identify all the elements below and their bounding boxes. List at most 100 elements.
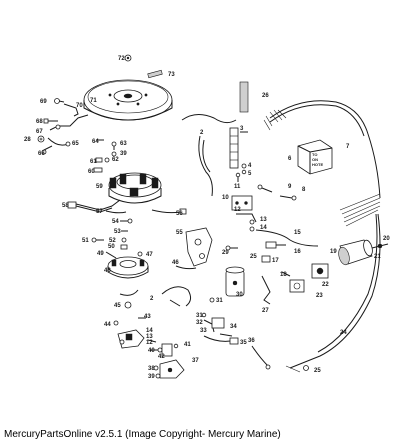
- lead-56: [151, 208, 187, 215]
- label-18: 18: [280, 272, 287, 278]
- label-35: 35: [240, 340, 247, 346]
- screw-41: [173, 343, 179, 349]
- connector-35: [229, 337, 239, 345]
- label-4: 4: [248, 163, 252, 169]
- lever-67: [49, 114, 89, 131]
- label-56: 56: [176, 211, 183, 217]
- label-12: 12: [234, 207, 241, 213]
- screw-11: [235, 172, 241, 182]
- label-38: 38: [148, 366, 155, 372]
- label-73: 73: [168, 72, 175, 78]
- bracket-12: [236, 213, 257, 223]
- bracket-42: [161, 343, 173, 357]
- label-70: 70: [76, 103, 83, 109]
- spacer-60: [93, 167, 103, 173]
- washer-5: [241, 169, 247, 175]
- solenoid-30: [225, 266, 245, 297]
- link-65: [47, 137, 71, 147]
- label-60: 60: [88, 169, 95, 175]
- bracket-55: [185, 227, 213, 267]
- label-48: 48: [104, 268, 111, 274]
- label-59: 59: [96, 184, 103, 190]
- screw-51: [91, 237, 104, 243]
- trigger-plate: [107, 256, 149, 279]
- harness-2a: [181, 114, 237, 197]
- label-25b: 25: [314, 368, 321, 374]
- label-31a: 31: [216, 298, 223, 304]
- label-32: 32: [196, 320, 203, 326]
- label-24: 24: [340, 330, 347, 336]
- label-40: 40: [148, 348, 155, 354]
- strap-27: [261, 275, 271, 305]
- label-69: 69: [40, 99, 47, 105]
- clip-34: [219, 333, 233, 337]
- battery-harness: [285, 213, 381, 373]
- label-12b: 12: [146, 340, 153, 346]
- label-68: 68: [36, 119, 43, 125]
- flywheel: [83, 79, 173, 121]
- label-72: 72: [118, 56, 125, 62]
- label-52: 52: [109, 238, 116, 244]
- screw-62: [104, 157, 110, 163]
- label-46: 46: [172, 260, 179, 266]
- label-26: 26: [262, 93, 269, 99]
- label-19: 19: [330, 249, 337, 255]
- screw-40: [150, 347, 163, 353]
- label-15: 15: [294, 230, 301, 236]
- stator-harness: [67, 199, 121, 213]
- screw-31a: [209, 297, 215, 303]
- label-22: 22: [322, 282, 329, 288]
- exploded-parts-diagram: TO ON HOTE: [24, 54, 390, 380]
- label-3: 3: [240, 126, 244, 132]
- label-30: 30: [236, 292, 243, 298]
- clip-66: [41, 145, 53, 155]
- label-65: 65: [72, 141, 79, 147]
- screw-63: [111, 141, 117, 150]
- label-21: 21: [374, 254, 381, 260]
- label-5: 5: [248, 171, 252, 177]
- box-text-2: ON: [312, 157, 318, 162]
- label-27: 27: [262, 308, 269, 314]
- label-45: 45: [114, 303, 121, 309]
- label-14b: 14: [146, 328, 153, 334]
- bushing-50: [120, 244, 128, 250]
- label-43: 43: [144, 314, 151, 320]
- coil: [117, 329, 145, 349]
- label-51: 51: [82, 238, 89, 244]
- switch-box-6: TO ON HOTE: [297, 139, 333, 175]
- harness-fan: [339, 193, 381, 227]
- label-8: 8: [302, 187, 306, 193]
- harness-57: [105, 210, 127, 214]
- flywheel-key: [147, 69, 163, 79]
- label-33: 33: [200, 328, 207, 334]
- label-55: 55: [176, 230, 183, 236]
- washer-28: [37, 135, 45, 143]
- label-16: 16: [294, 249, 301, 255]
- lead-25a: [251, 345, 271, 370]
- label-57: 57: [96, 209, 103, 215]
- screw-44: [113, 320, 119, 326]
- label-66: 66: [38, 151, 45, 157]
- bracket-33: [211, 317, 225, 329]
- label-31b: 31: [196, 313, 203, 319]
- label-71: 71: [90, 98, 97, 104]
- label-64: 64: [92, 139, 99, 145]
- label-11: 11: [234, 184, 241, 190]
- label-2b: 2: [150, 296, 154, 302]
- bracket-70: [63, 103, 79, 117]
- label-17: 17: [272, 258, 279, 264]
- terminal-block-10: [231, 195, 253, 211]
- label-10: 10: [222, 195, 229, 201]
- label-50: 50: [108, 244, 115, 250]
- screw-38: [153, 365, 159, 371]
- screw-8: [279, 195, 297, 201]
- label-49: 49: [97, 251, 104, 257]
- screw-54: [120, 218, 133, 224]
- screw-68: [43, 118, 58, 124]
- label-63: 63: [120, 141, 127, 147]
- decal-26: [239, 81, 249, 113]
- relay-22: [311, 263, 329, 279]
- label-34: 34: [230, 324, 237, 330]
- screw-31b: [201, 312, 207, 318]
- label-14a: 14: [260, 225, 267, 231]
